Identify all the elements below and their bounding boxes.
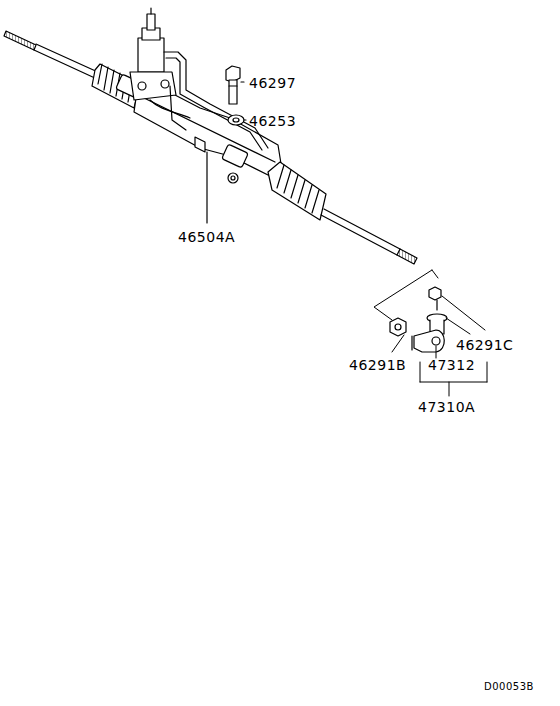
part-number: 46253 xyxy=(249,113,296,129)
pressure-pipes xyxy=(164,52,268,150)
part-number: 46297 xyxy=(249,75,296,91)
part-number: 47310A xyxy=(418,399,475,415)
tie-rod-end xyxy=(412,287,447,352)
mounting-bolt xyxy=(226,66,244,104)
right-boot xyxy=(268,162,326,220)
part-number: 46504A xyxy=(178,229,235,245)
drawing-code: D00053B xyxy=(484,681,534,693)
right-tie-rod xyxy=(321,209,417,264)
left-tie-rod xyxy=(4,31,100,79)
part-number: 46291B xyxy=(349,357,406,373)
pinion-valve xyxy=(130,8,176,100)
part-number: 47312 xyxy=(428,357,475,373)
leader-line xyxy=(206,152,207,223)
part-number: 46291C xyxy=(456,337,513,353)
lock-nut xyxy=(390,318,406,336)
washer xyxy=(228,115,246,125)
